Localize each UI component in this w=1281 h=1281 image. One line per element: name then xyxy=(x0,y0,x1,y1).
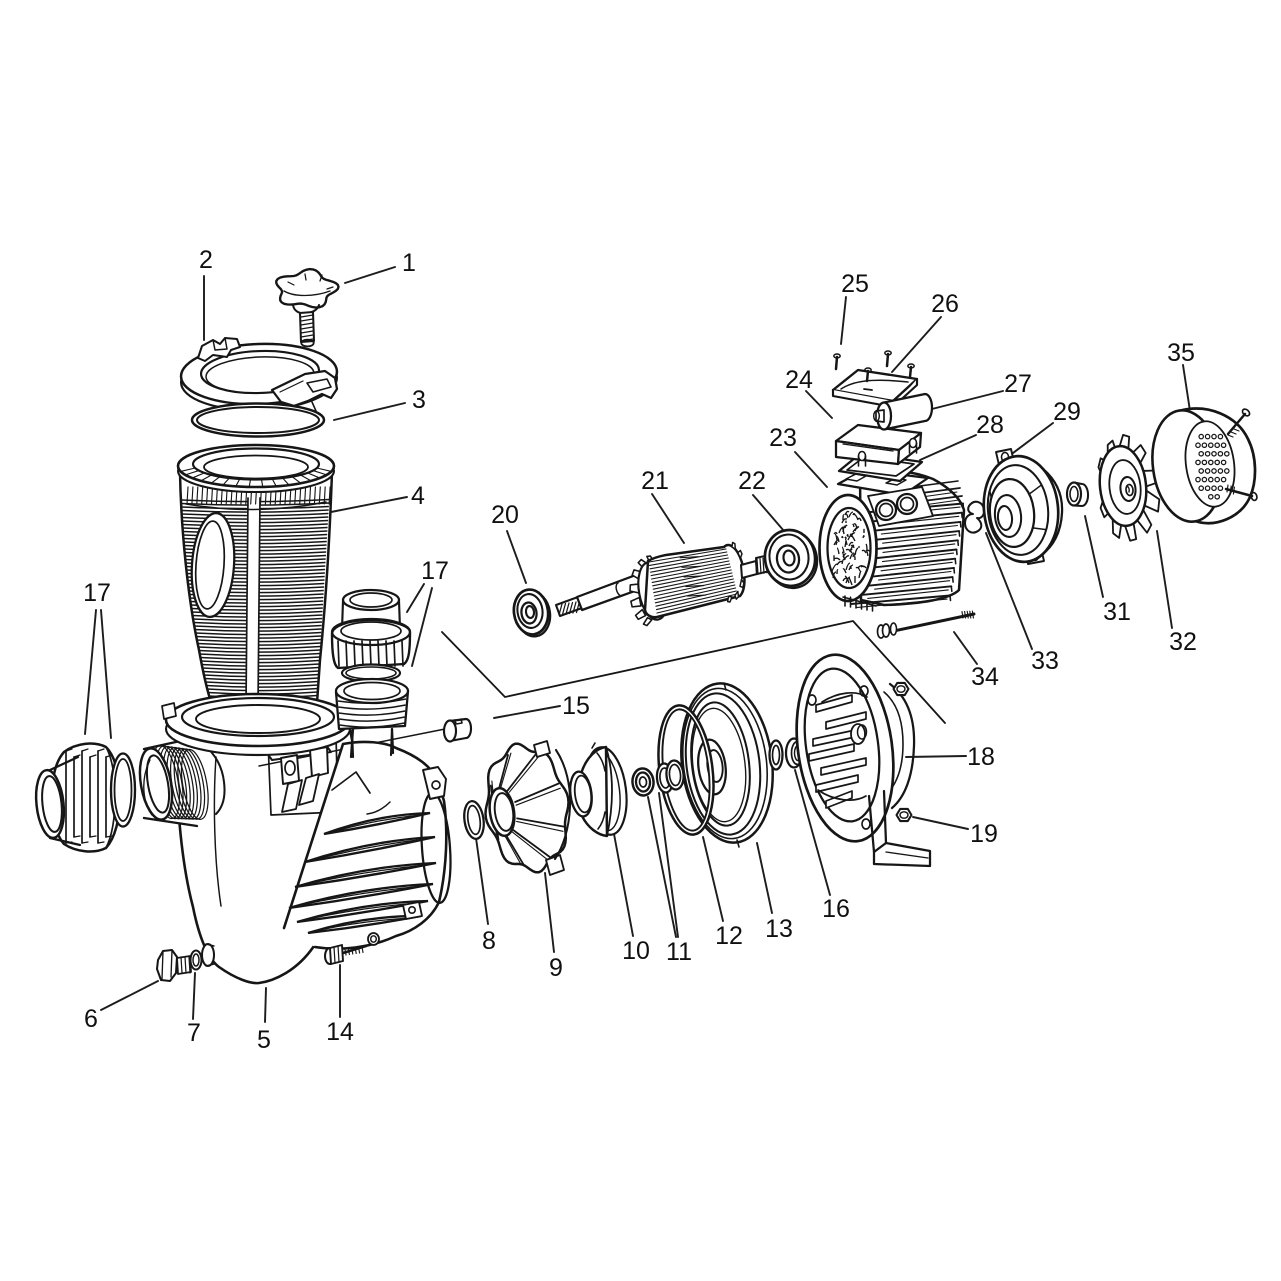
svg-text:6: 6 xyxy=(84,1005,98,1033)
svg-text:33: 33 xyxy=(1031,647,1059,675)
svg-text:13: 13 xyxy=(765,915,793,943)
svg-text:10: 10 xyxy=(622,937,650,965)
svg-text:31: 31 xyxy=(1103,598,1131,626)
svg-text:8: 8 xyxy=(482,927,496,955)
svg-text:12: 12 xyxy=(715,922,743,950)
svg-text:22: 22 xyxy=(738,467,766,495)
svg-text:14: 14 xyxy=(326,1018,354,1046)
svg-text:17: 17 xyxy=(83,579,111,607)
svg-text:3: 3 xyxy=(412,386,426,414)
svg-text:29: 29 xyxy=(1053,398,1081,426)
svg-text:4: 4 xyxy=(411,482,425,510)
svg-text:17: 17 xyxy=(421,557,449,585)
svg-text:11: 11 xyxy=(666,938,692,966)
svg-text:25: 25 xyxy=(841,270,869,298)
svg-text:20: 20 xyxy=(491,501,519,529)
svg-text:2: 2 xyxy=(199,246,213,274)
svg-text:32: 32 xyxy=(1169,628,1197,656)
svg-text:24: 24 xyxy=(785,366,813,394)
svg-text:23: 23 xyxy=(769,424,797,452)
svg-text:15: 15 xyxy=(562,692,590,720)
svg-text:16: 16 xyxy=(822,895,850,923)
svg-text:19: 19 xyxy=(970,820,998,848)
svg-text:28: 28 xyxy=(976,411,1004,439)
svg-text:26: 26 xyxy=(931,290,959,318)
svg-text:9: 9 xyxy=(549,954,563,982)
svg-text:18: 18 xyxy=(967,743,995,771)
svg-text:27: 27 xyxy=(1004,370,1032,398)
svg-text:21: 21 xyxy=(641,467,669,495)
svg-text:5: 5 xyxy=(257,1026,271,1054)
svg-text:7: 7 xyxy=(187,1019,201,1047)
svg-text:1: 1 xyxy=(402,249,416,277)
svg-text:35: 35 xyxy=(1167,339,1195,367)
svg-text:34: 34 xyxy=(971,663,999,691)
